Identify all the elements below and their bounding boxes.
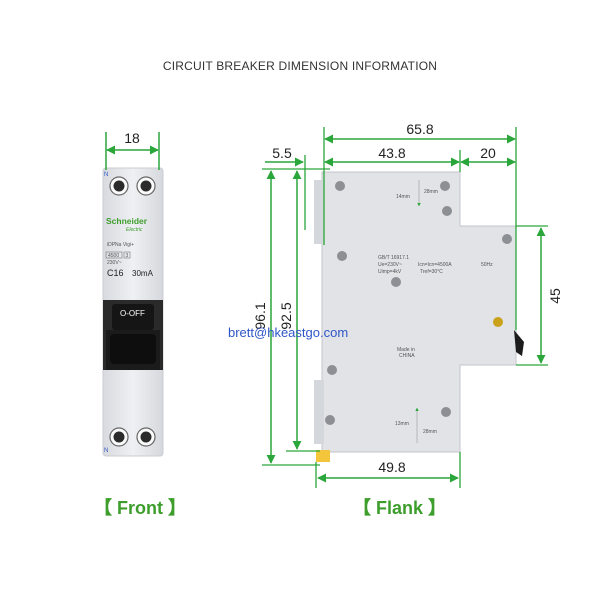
spec-icn: Icn=Icn=4500A (418, 262, 452, 268)
height-inner-value: 92.5 (278, 302, 294, 329)
page-title: CIRCUIT BREAKER DIMENSION INFORMATION (162, 59, 438, 73)
flank-caption: 【 Flank 】 (353, 498, 447, 518)
bottom-depth-value: 49.8 (378, 459, 405, 475)
curve-label: C16 (107, 268, 124, 278)
top-terminal-screws (109, 176, 156, 196)
terminal-bottom-label: N (104, 448, 108, 454)
front-width-value: 18 (124, 130, 140, 146)
brand-sub-logo: Electric (126, 227, 143, 233)
flank-extension-lines (262, 127, 548, 488)
status-indicator-dot (493, 317, 503, 327)
flank-rivets (325, 181, 512, 425)
bottom-terminal-screws (109, 427, 156, 447)
voltage-label: 230V~ (107, 260, 122, 266)
rating-box-1: 4500 (108, 253, 119, 259)
country-label: CHINA (399, 353, 415, 359)
spec-tref: Tref=30°C (420, 269, 443, 275)
spec-uimp: Uimp=4kV (378, 269, 402, 275)
spec-ue: Ue=230V~ (378, 262, 402, 268)
inner-label-top-2: 28mm (424, 189, 438, 195)
inner-label-bottom: 13mm (395, 421, 409, 427)
spec-frequency: 50Hz (481, 262, 493, 268)
terminal-top-label: N (104, 172, 108, 178)
total-depth-value: 65.8 (406, 121, 433, 137)
front-device: N Schneider Electric iDPNa Vigi+ 4500 3 … (102, 167, 164, 457)
height-outer-value: 96.1 (252, 302, 268, 329)
sensitivity-label: 30mA (132, 269, 154, 278)
front-offset-value: 5.5 (272, 145, 292, 161)
rear-depth-value: 20 (480, 145, 496, 161)
front-width-dimension (105, 132, 160, 170)
front-caption: 【 Front 】 (94, 498, 186, 518)
inner-label-top: 14mm (396, 194, 410, 200)
body-depth-value: 43.8 (378, 145, 405, 161)
spec-standard: GB/T 16917.1 (378, 255, 409, 261)
model-label: iDPNa Vigi+ (107, 242, 134, 248)
switch-off-label: O-OFF (120, 309, 145, 318)
inner-label-bottom-2: 28mm (423, 429, 437, 435)
rating-box-2: 3 (126, 253, 129, 259)
brand-logo: Schneider (106, 216, 148, 226)
watermark-email: brett@hkeastgo.com (228, 325, 349, 340)
made-in-label: Made in (397, 347, 415, 353)
flank-dimension-arrows (265, 134, 546, 483)
din-clip (316, 450, 330, 462)
rear-height-value: 45 (547, 288, 563, 304)
toggle-handle: O-OFF (103, 300, 163, 370)
rear-lever (514, 330, 524, 356)
flank-device: 14mm 28mm 13mm 28mm GB/T 16917.1 Ue=230V… (314, 171, 524, 462)
